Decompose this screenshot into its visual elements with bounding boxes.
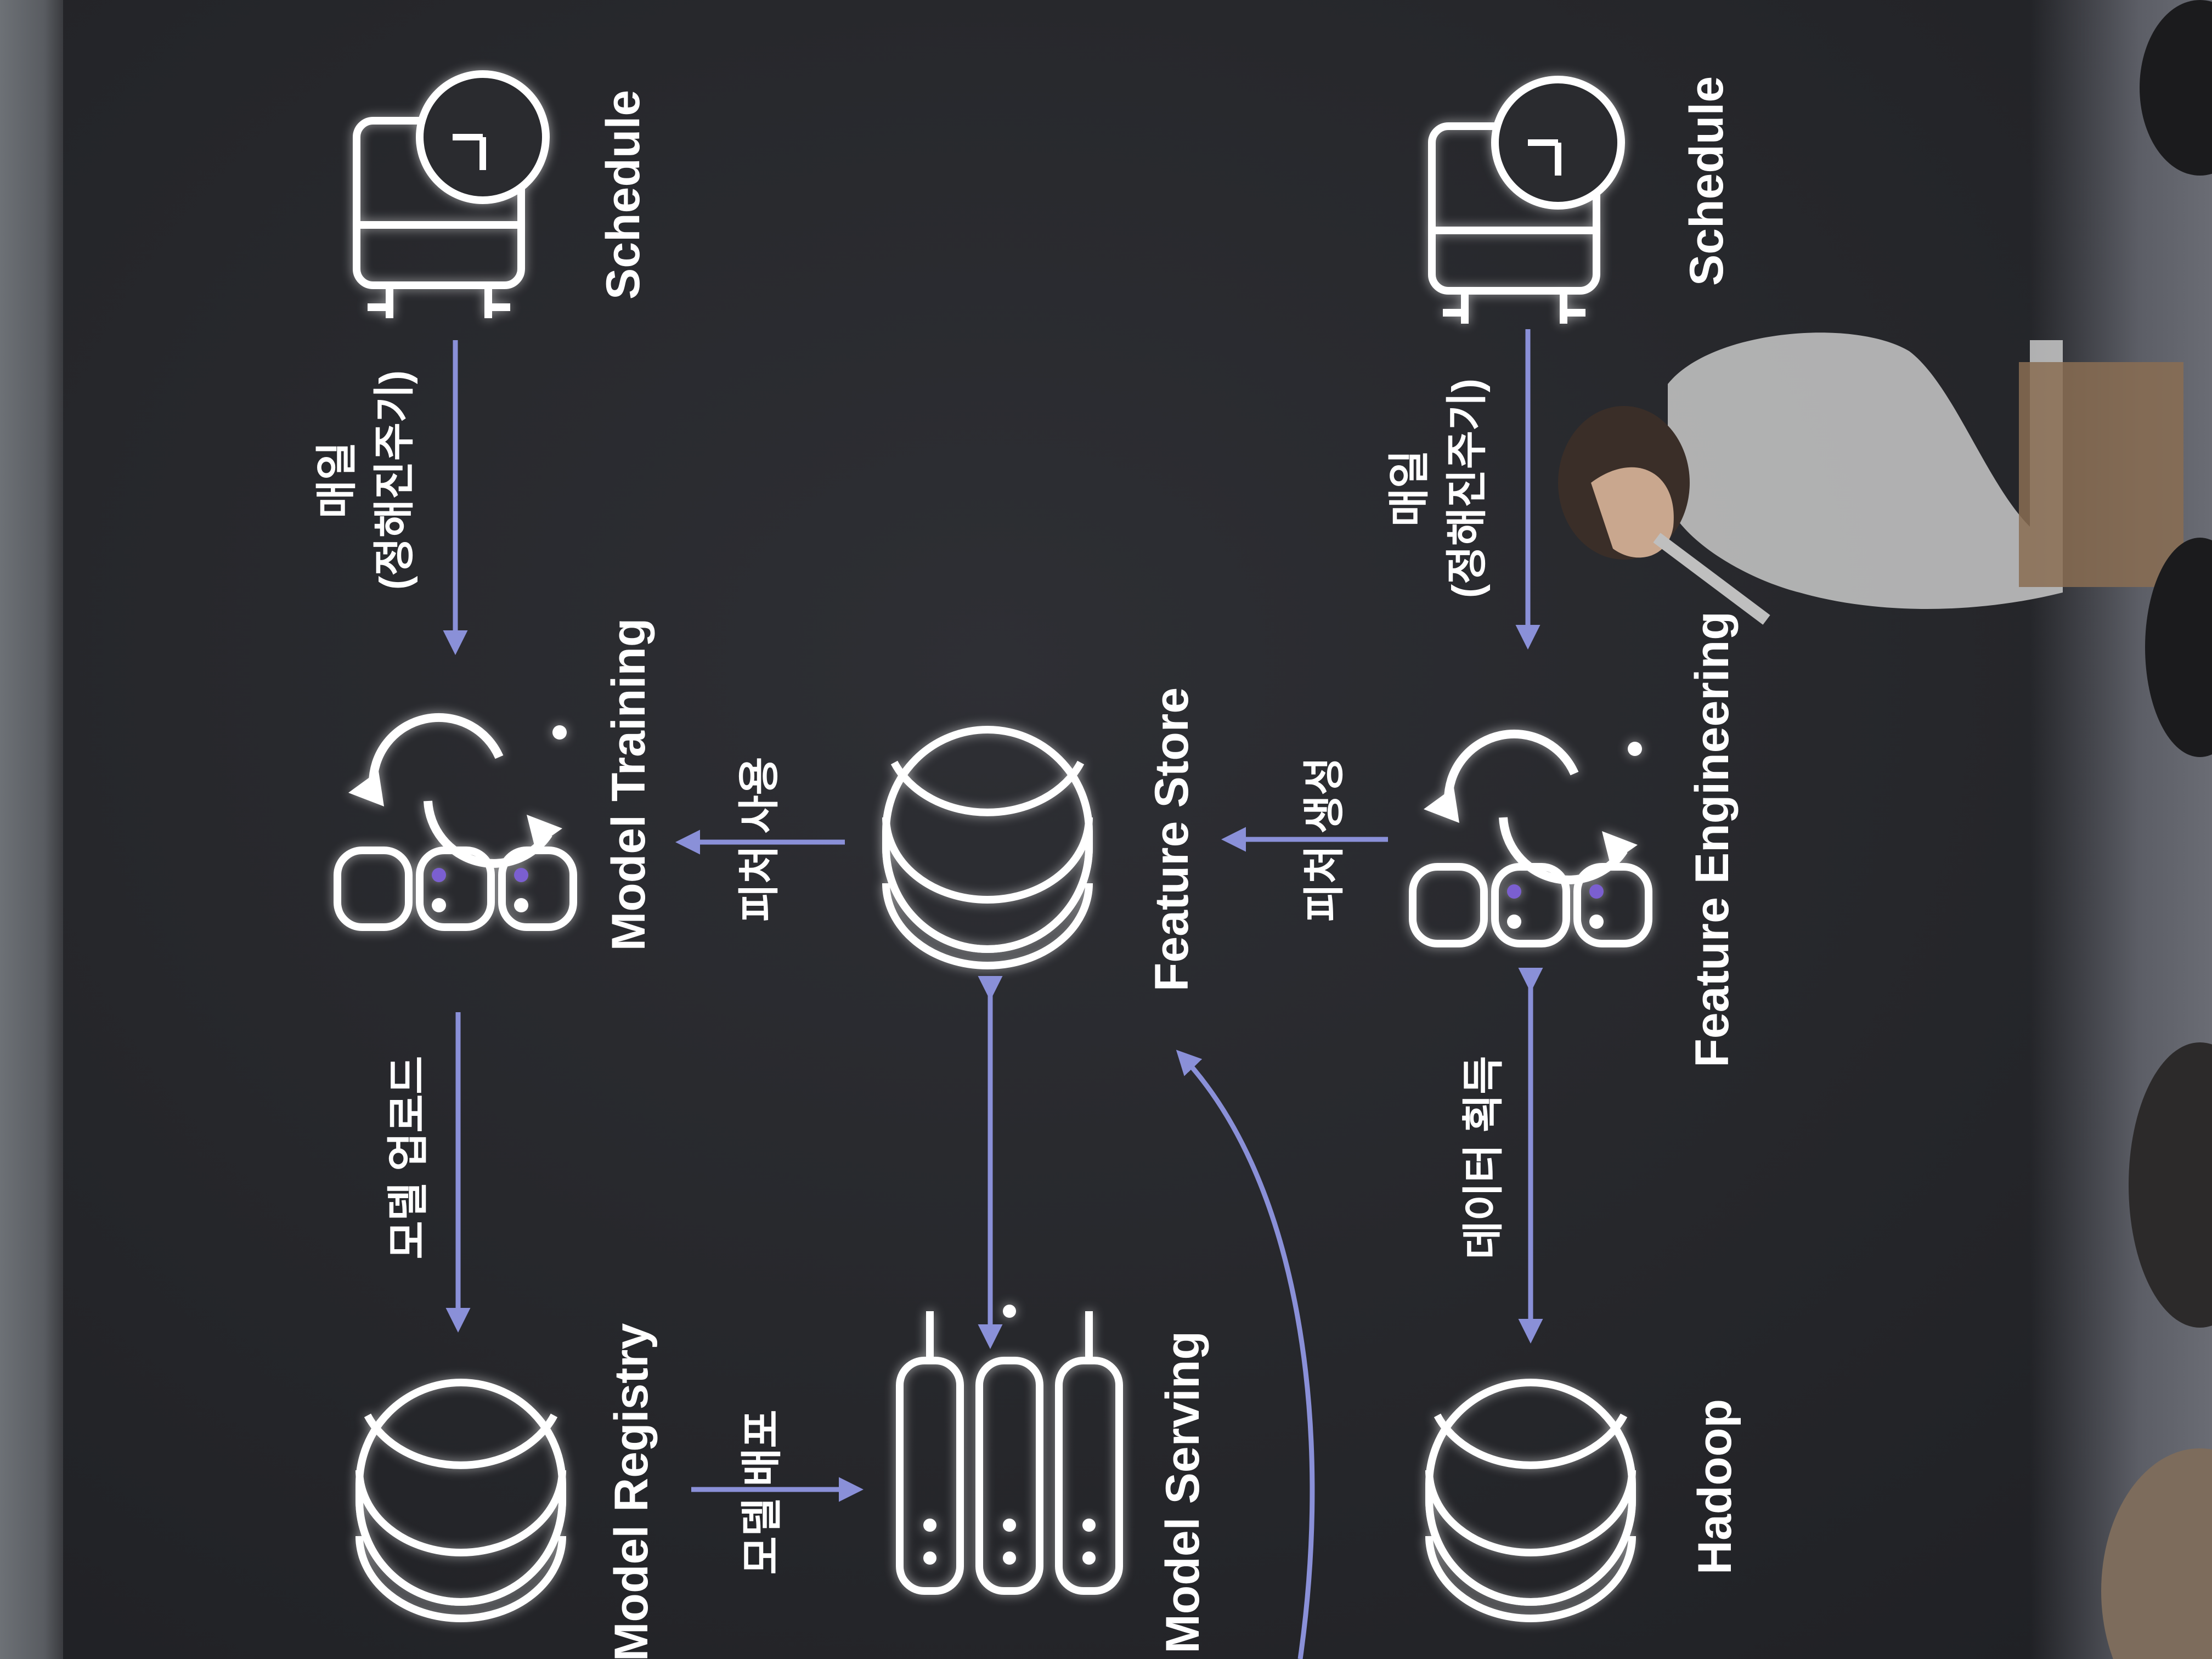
model-deploy-label: 모델 배포 <box>739 1410 786 1575</box>
model-training-label: Model Training <box>602 618 655 951</box>
feature-generate-label: 피처 생성 <box>1301 757 1348 922</box>
schedule-top-icon <box>357 74 546 318</box>
hadoop-icon <box>1429 1383 1632 1618</box>
feature-use-label: 피처 사용 <box>736 757 783 922</box>
feature-engineering-label: Feature Engineering <box>1686 611 1739 1068</box>
audience <box>2101 0 2212 1659</box>
model-training-icon <box>337 718 573 927</box>
data-acquire-label: 데이터 획득 <box>1460 1056 1507 1260</box>
presenter <box>1558 332 2183 625</box>
model-serving-icon <box>900 1305 1119 1591</box>
schedule-bottom-label: Schedule <box>1680 76 1733 286</box>
hadoop-label: Hadoop <box>1689 1399 1741 1575</box>
arrow-curve-to-store <box>1176 1049 1315 1659</box>
feature-store-icon <box>886 730 1089 966</box>
daily-bottom-line2: (정해진주기) <box>1444 379 1491 598</box>
daily-bottom-line1: 매일 <box>1386 450 1433 527</box>
schedule-bottom-icon <box>1432 80 1621 324</box>
feature-engineering-icon <box>1413 734 1649 944</box>
stage-floor <box>2030 0 2212 1659</box>
model-serving-label: Model Serving <box>1156 1331 1209 1654</box>
daily-top-line2: (정해진주기) <box>371 370 418 590</box>
feature-store-label: Feature Store <box>1146 687 1198 991</box>
schedule-top-label: Schedule <box>597 90 650 300</box>
model-registry-icon <box>359 1383 562 1618</box>
daily-top-line1: 매일 <box>314 442 360 518</box>
screen-border <box>0 0 63 1659</box>
model-upload-label: 모델 업로드 <box>385 1056 432 1260</box>
model-registry-label: Model Registry <box>605 1323 658 1659</box>
